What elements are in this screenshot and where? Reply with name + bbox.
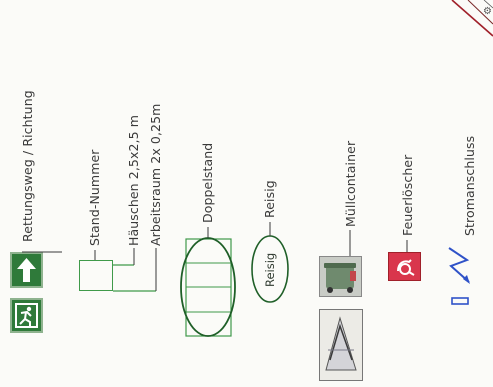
emergency-exit-sign xyxy=(10,298,43,333)
svg-text:⚙: ⚙ xyxy=(483,6,492,17)
escape-arrow-sign xyxy=(10,252,43,288)
fire-extinguisher-sign xyxy=(388,252,421,281)
running-person-exit-icon xyxy=(15,303,38,328)
waste-container-photo-2 xyxy=(319,309,363,381)
leader-line xyxy=(22,251,62,253)
stand-square xyxy=(79,260,113,291)
container-lid-icon xyxy=(325,316,357,371)
arrow-up-icon xyxy=(17,258,36,282)
trash-bin-icon xyxy=(324,263,356,293)
power-connection-label: Stromanschluss xyxy=(462,135,477,236)
fire-extinguisher-icon xyxy=(397,259,415,276)
waste-container-photo xyxy=(319,256,362,297)
